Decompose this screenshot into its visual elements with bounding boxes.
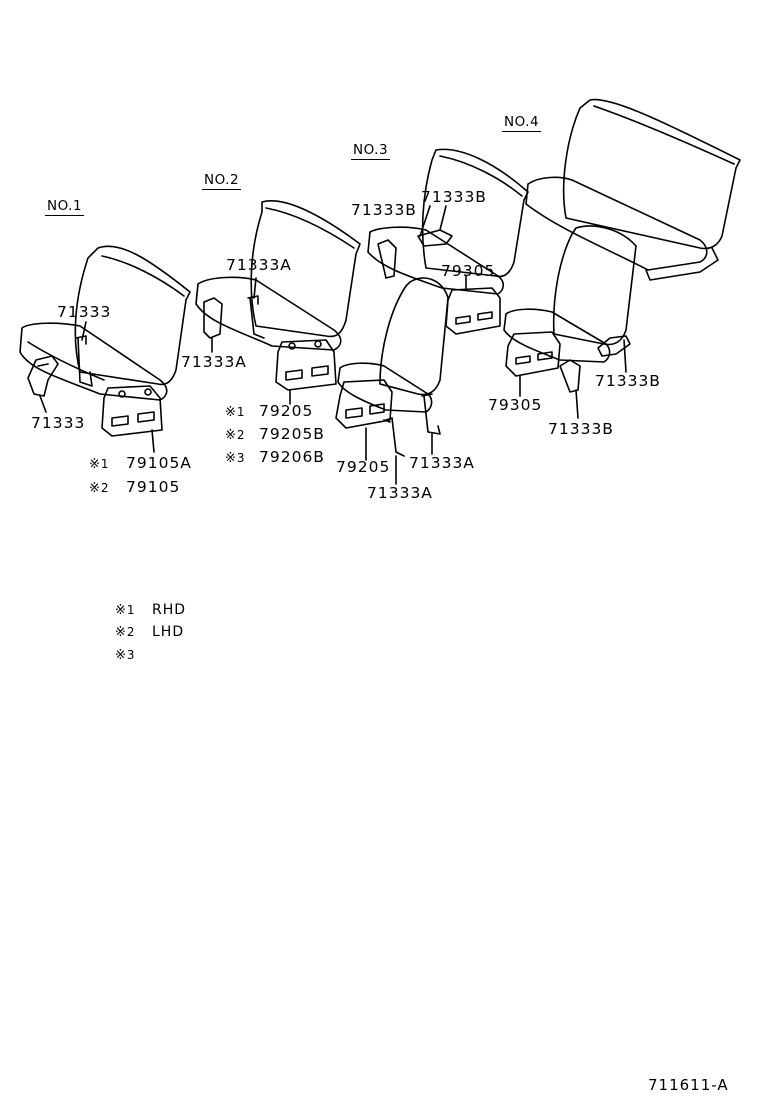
bracket-71333B-no3-left [377, 239, 397, 279]
bracket-71333B-no4-right [597, 335, 631, 357]
seat-no3-rear-seam [439, 155, 523, 197]
legend-row-3: ※3 [115, 648, 152, 662]
bracket-71333-no1-top [75, 335, 93, 387]
seat-no3-front-backrest [379, 277, 449, 396]
seat-no3-drawing [335, 148, 529, 485]
part-label-71333A-no3-bottom: 71333A [367, 484, 433, 502]
part-label-71333-bottom: 71333 [31, 414, 86, 432]
figure-code: 711611-A [648, 1076, 729, 1094]
legend-mark-number: 2 [126, 625, 136, 639]
seat-no3-rear-backrest [421, 148, 529, 278]
adjuster-79205-no2 [275, 339, 337, 391]
variant-no1-row-2: ※2 79105 [89, 478, 181, 496]
legend-mark-symbol: ※ [115, 648, 127, 663]
variant-mark-symbol: ※ [225, 405, 237, 420]
part-label-71333B-no3-right: 71333B [421, 188, 487, 206]
legend-text: LHD [152, 624, 185, 640]
variant-mark-number: 1 [100, 457, 110, 471]
part-label-71333A-no3-right: 71333A [409, 454, 475, 472]
part-label-79305-no3: 79305 [441, 262, 496, 280]
part-label-71333B-no4-bottom: 71333B [548, 420, 614, 438]
seat-no1-cushion [19, 322, 168, 401]
part-label-71333B-no4-right: 71333B [595, 372, 661, 390]
variant-mark-symbol: ※ [89, 457, 101, 472]
variant-mark-number: 2 [236, 428, 246, 442]
variant-part-number: 79205B [259, 425, 325, 443]
variant-no1-row-1: ※1 79105A [89, 454, 192, 472]
bracket-71333A-no2-top [247, 295, 265, 339]
leader-71333-top [81, 321, 87, 341]
seat-label-no3: NO.3 [351, 142, 391, 160]
adjuster-79305-no4 [505, 331, 561, 377]
leader-71333-bottom [39, 395, 47, 413]
seat-no1-backrest-seam [101, 255, 185, 297]
variant-part-number: 79105A [126, 454, 192, 472]
variant-part-number: 79105 [126, 478, 181, 496]
variant-mark-number: 1 [236, 405, 246, 419]
part-label-79305-no4: 79305 [488, 396, 543, 414]
seat-no2-backrest-seam [265, 207, 355, 249]
variant-no2-row-3: ※3 79206B [225, 448, 325, 466]
bracket-71333B-no4-bottom [559, 359, 581, 393]
part-label-79205-no3: 79205 [336, 458, 391, 476]
bracket-71333A-no3-right [421, 393, 441, 435]
variant-mark-symbol: ※ [89, 481, 101, 496]
leader-71333B-no4-right [623, 339, 627, 373]
leader-79105 [151, 429, 155, 453]
seat-no4-bench-base [645, 247, 719, 281]
seat-no4-bench-cushion [525, 176, 708, 271]
variant-mark-symbol: ※ [225, 428, 237, 443]
seat-no4-bench-backrest [562, 98, 741, 250]
adjuster-79305-no3 [445, 287, 501, 335]
leader-71333B-no3-left [419, 205, 431, 237]
adjuster-79105-no1 [101, 385, 163, 437]
seat-no1-cushion-line [27, 341, 105, 381]
adjuster-79205-bolt-2 [314, 340, 322, 348]
variant-mark-symbol: ※ [225, 451, 237, 466]
legend-row-2: ※2 LHD [115, 625, 184, 639]
bracket-71333A-no3-bottom [383, 417, 405, 457]
adjuster-79105-bolt-2 [144, 388, 152, 396]
part-label-71333A-no2-top: 71333A [226, 256, 292, 274]
seat-no2-cushion [195, 276, 342, 351]
seat-label-no1: NO.1 [45, 198, 85, 216]
seat-no2-drawing [195, 200, 361, 405]
seat-no3-front-cushion [337, 362, 433, 413]
seat-no1-backrest [74, 245, 191, 386]
part-label-71333A-no2-side: 71333A [181, 353, 247, 371]
seat-no3-rear-cushion [367, 226, 505, 295]
leader-71333B-no3-right [439, 205, 447, 231]
leader-71333B-no4-bottom [575, 389, 579, 419]
legend-row-1: ※1 RHD [115, 603, 186, 617]
seat-no1-drawing [19, 245, 191, 453]
adjuster-79205-no3 [335, 379, 393, 429]
variant-part-number: 79206B [259, 448, 325, 466]
part-label-71333B-no3-left: 71333B [351, 201, 417, 219]
legend-mark-number: 3 [126, 648, 136, 662]
adjuster-79205-bolt-1 [288, 342, 296, 350]
legend-text: RHD [152, 602, 187, 618]
part-label-71333-top: 71333 [57, 303, 112, 321]
legend-mark-number: 1 [126, 603, 136, 617]
legend-mark-symbol: ※ [115, 603, 127, 618]
seat-label-no2: NO.2 [202, 172, 242, 190]
seat-label-no4: NO.4 [502, 114, 542, 132]
variant-mark-number: 3 [236, 451, 246, 465]
variant-no2-row-1: ※1 79205 [225, 402, 314, 420]
bracket-71333-no1-bottom [27, 355, 59, 397]
variant-part-number: 79205 [259, 402, 314, 420]
leader-71333A-no2-top [253, 277, 257, 299]
legend-mark-symbol: ※ [115, 625, 127, 640]
variant-no2-row-2: ※2 79205B [225, 425, 325, 443]
seat-no4-bench-seam [593, 105, 735, 165]
seat-no4-bucket-backrest [552, 225, 637, 346]
variant-mark-number: 2 [100, 481, 110, 495]
seat-no4-drawing [503, 98, 741, 419]
adjuster-79105-bolt-1 [118, 390, 126, 398]
seat-no4-bucket-cushion [503, 308, 611, 363]
bracket-71333B-no3-right [417, 229, 453, 247]
bracket-71333A-no2-side [203, 297, 223, 339]
